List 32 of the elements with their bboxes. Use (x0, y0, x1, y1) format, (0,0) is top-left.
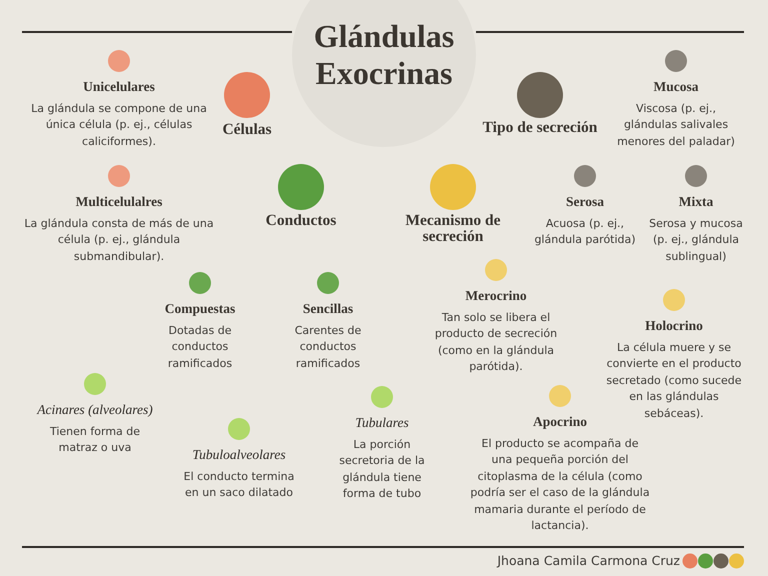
title: Glándulas Exocrinas (312, 18, 456, 92)
description-text: Acuosa (p. ej., glándula parótida) (533, 216, 637, 248)
description-text: Dotadas de conductos ramificados (166, 322, 234, 372)
author-name: Jhoana Camila Carmona Cruz (497, 553, 680, 568)
category-heading: Mecanismo de secreción (404, 213, 502, 244)
type-heading: Merocrino (465, 288, 527, 304)
description-text: La glándula se compone de una única célula (p. ej., células caliciformes). (30, 100, 208, 150)
description-text: Tan solo se libera el producto de secreción (como en la glándula parótida). (434, 310, 558, 376)
type-heading: Sencillas (302, 301, 354, 317)
type-heading: Apocrino (533, 414, 587, 430)
type-heading: Acinares (alveolares) (37, 402, 153, 418)
type-heading: Multicelulalres (76, 194, 162, 210)
type-heading: Tubuloalveolares (192, 447, 286, 463)
type-heading: Tubulares (355, 415, 409, 431)
type-heading: Compuestas (164, 301, 236, 317)
description-text: Tienen forma de matraz o uva (48, 424, 142, 456)
description-text: El conducto termina en un saco dilatado (182, 468, 296, 502)
description-text: La porción secretoria de la glándula tiene forma de tubo (338, 436, 426, 502)
description-text: La glándula consta de más de una célula (p. ej., glándula submandibular). (24, 216, 214, 265)
description-text: Serosa y mucosa (p. ej., glándula sublingual) (648, 216, 744, 265)
category-heading: Tipo de secreción (482, 120, 598, 136)
type-heading: Serosa (566, 194, 604, 210)
description-text: Carentes de conductos ramificados (294, 322, 362, 372)
type-heading: Mucosa (654, 79, 698, 95)
category-heading: Células (222, 122, 272, 138)
description-text: El producto se acompaña de una pequeña porción del citoplasma de la célula (como podría ser el caso de la glándula mamaria durante el período de lactancia). (470, 436, 650, 534)
description-text: Viscosa (p. ej., glándulas salivales menores del paladar) (616, 100, 736, 150)
type-heading: Unicelulares (83, 79, 155, 95)
description-text: La célula muere y se convierte en el producto secretado (como sucede en las glándulas sebáceas). (605, 340, 743, 422)
type-heading: Holocrino (645, 318, 703, 334)
type-heading: Mixta (678, 194, 714, 210)
category-heading: Conductos (266, 213, 336, 228)
